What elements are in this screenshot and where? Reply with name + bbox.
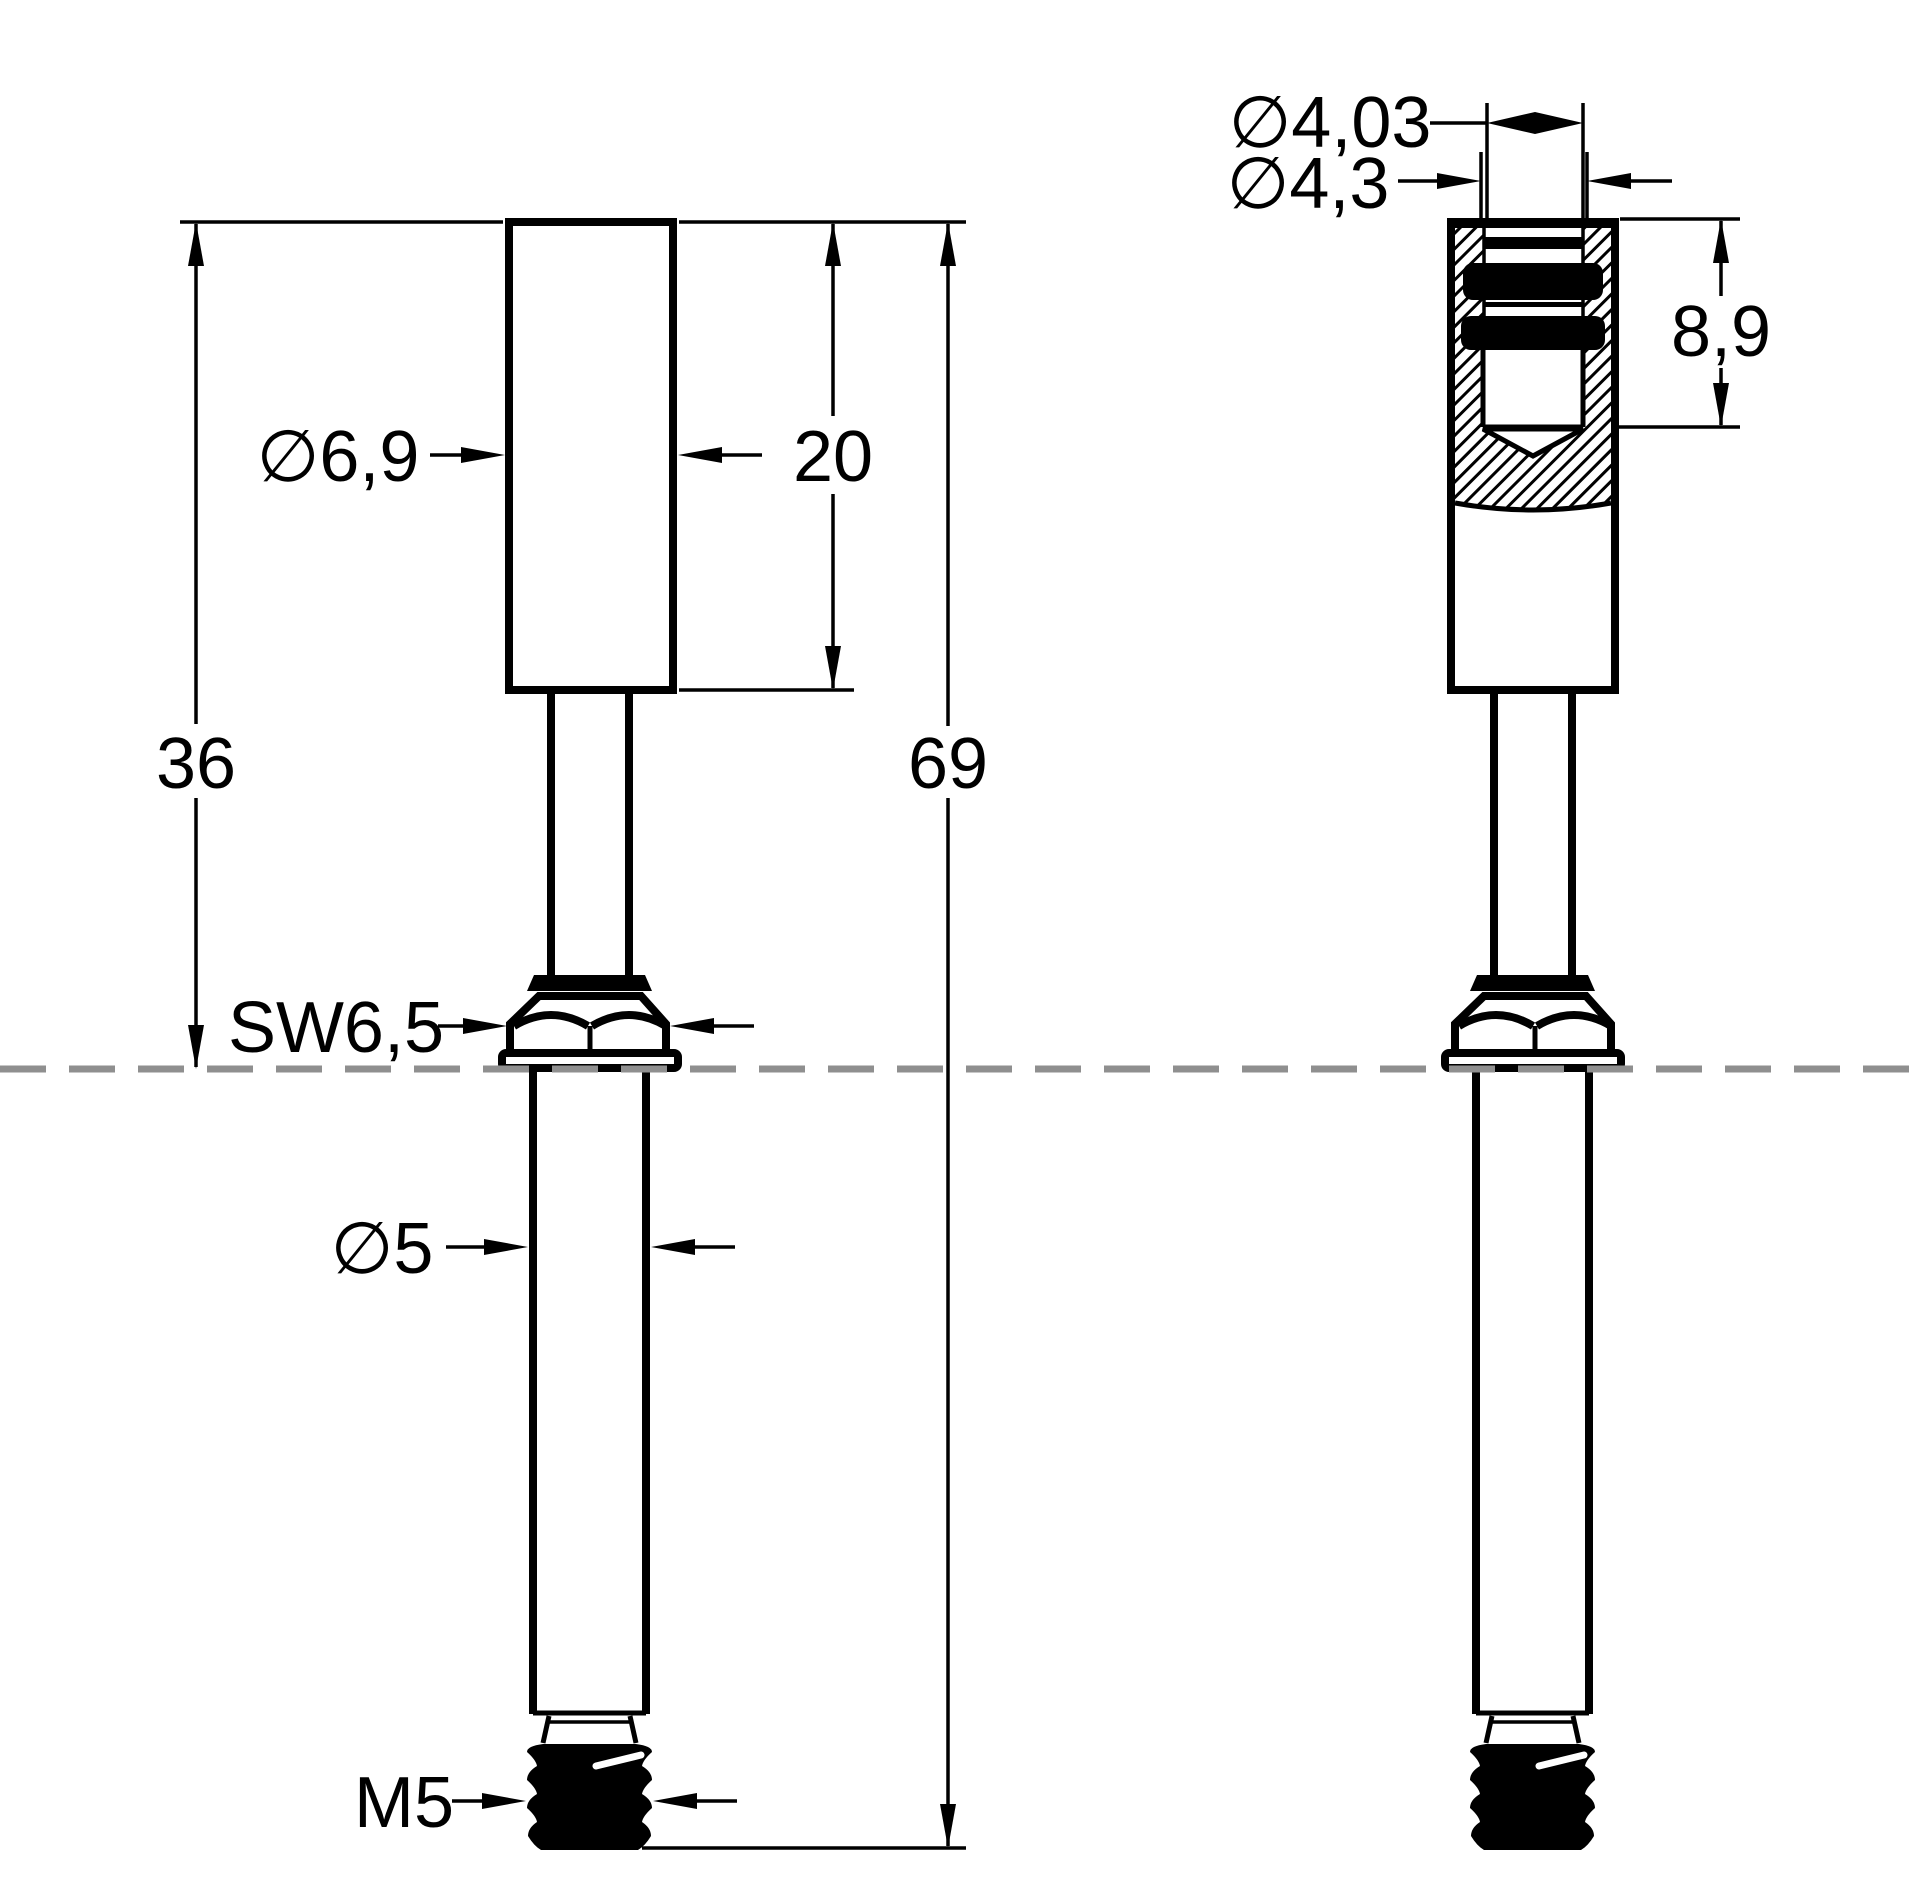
left-thread: [527, 1744, 652, 1850]
dimension-20: 20: [793, 222, 873, 690]
drill-cone: [1481, 426, 1585, 459]
arrowhead-69-top: [940, 222, 956, 266]
left-thread-highlight: [592, 1751, 645, 1770]
left-neck-left: [540, 1715, 552, 1744]
arrowhead-8-9-top: [1713, 219, 1729, 263]
left-neck-right: [627, 1715, 639, 1744]
dimension-dia-5: ∅5: [331, 1209, 735, 1289]
dimension-8-9: 8,9: [1618, 217, 1771, 429]
right-hex-facet-arc-2: [1534, 1011, 1614, 1030]
dim-text-dia-4-03: ∅4,03: [1229, 83, 1432, 163]
arrowhead-69-bottom: [940, 1804, 956, 1848]
left-hex-facet-arc-2: [589, 1011, 669, 1030]
arrowhead-dia-4-03-lens: [1487, 112, 1583, 134]
left-view: [498, 218, 682, 1850]
dimension-69: 69: [908, 222, 988, 1848]
arrowhead-dia-6-9-left: [461, 447, 505, 463]
dim-text-8-9: 8,9: [1671, 292, 1771, 372]
left-hex-facet-arc-1: [511, 1011, 591, 1030]
seal-band-1: [1463, 263, 1603, 300]
dimension-m5: M5: [354, 1763, 737, 1843]
dim-text-36: 36: [156, 724, 236, 804]
dimension-sw-6-5: SW6,5: [228, 988, 754, 1068]
left-flange: [527, 975, 652, 991]
bore-cavity: [1483, 350, 1583, 427]
arrowhead-dia-5-left: [484, 1239, 528, 1255]
dimension-dia-6-9: ∅6,9: [257, 417, 762, 497]
right-hex-facet-arc-1: [1456, 1011, 1536, 1030]
right-neck-left: [1483, 1715, 1495, 1744]
arrowhead-sw-right: [670, 1018, 714, 1034]
arrowhead-36-bottom: [188, 1025, 204, 1069]
arrowhead-20-bottom: [825, 646, 841, 690]
dim-text-20: 20: [793, 417, 873, 497]
arrowhead-dia-4-3-right: [1587, 173, 1631, 189]
bore-gap-2: [1484, 249, 1583, 263]
dim-text-dia-6-9: ∅6,9: [257, 417, 420, 497]
arrowhead-20-top: [825, 222, 841, 266]
dim-text-dia-4-3: ∅4,3: [1227, 144, 1390, 224]
seal-band-thin: [1484, 237, 1583, 249]
dim-text-69: 69: [908, 724, 988, 804]
right-flange: [1470, 975, 1595, 991]
bore-gap-1: [1484, 227, 1583, 237]
seal-band-2: [1461, 316, 1605, 350]
dimensions: 36 69 20 ∅6,9 SW6,5: [156, 83, 1771, 1850]
right-thread: [1470, 1744, 1595, 1850]
left-head-outline: [505, 218, 677, 694]
left-hex-outline: [506, 992, 670, 1055]
arrowhead-m5-left: [482, 1793, 526, 1809]
dim-text-dia-5: ∅5: [331, 1209, 434, 1289]
right-thread-highlight: [1535, 1751, 1588, 1770]
dimension-dia-4-3: ∅4,3: [1227, 144, 1672, 224]
right-view: [1441, 103, 1625, 1850]
dim-text-m5: M5: [354, 1763, 454, 1843]
seal-line: [1484, 302, 1583, 307]
right-neck-right: [1570, 1715, 1582, 1744]
dimension-dia-4-03: ∅4,03: [1229, 83, 1583, 163]
arrowhead-sw-left: [463, 1018, 507, 1034]
arrowhead-36-top: [188, 222, 204, 266]
hatch-bottom-arc: [1454, 500, 1612, 513]
arrowhead-dia-5-right: [651, 1239, 695, 1255]
arrowhead-dia-4-3-left: [1437, 173, 1481, 189]
dim-text-sw-6-5: SW6,5: [228, 988, 444, 1068]
dimension-36: 36: [156, 222, 236, 1069]
arrowhead-8-9-bottom: [1713, 383, 1729, 427]
right-hex-outline: [1451, 992, 1615, 1055]
arrowhead-m5-right: [653, 1793, 697, 1809]
arrowhead-dia-6-9-right: [678, 447, 722, 463]
